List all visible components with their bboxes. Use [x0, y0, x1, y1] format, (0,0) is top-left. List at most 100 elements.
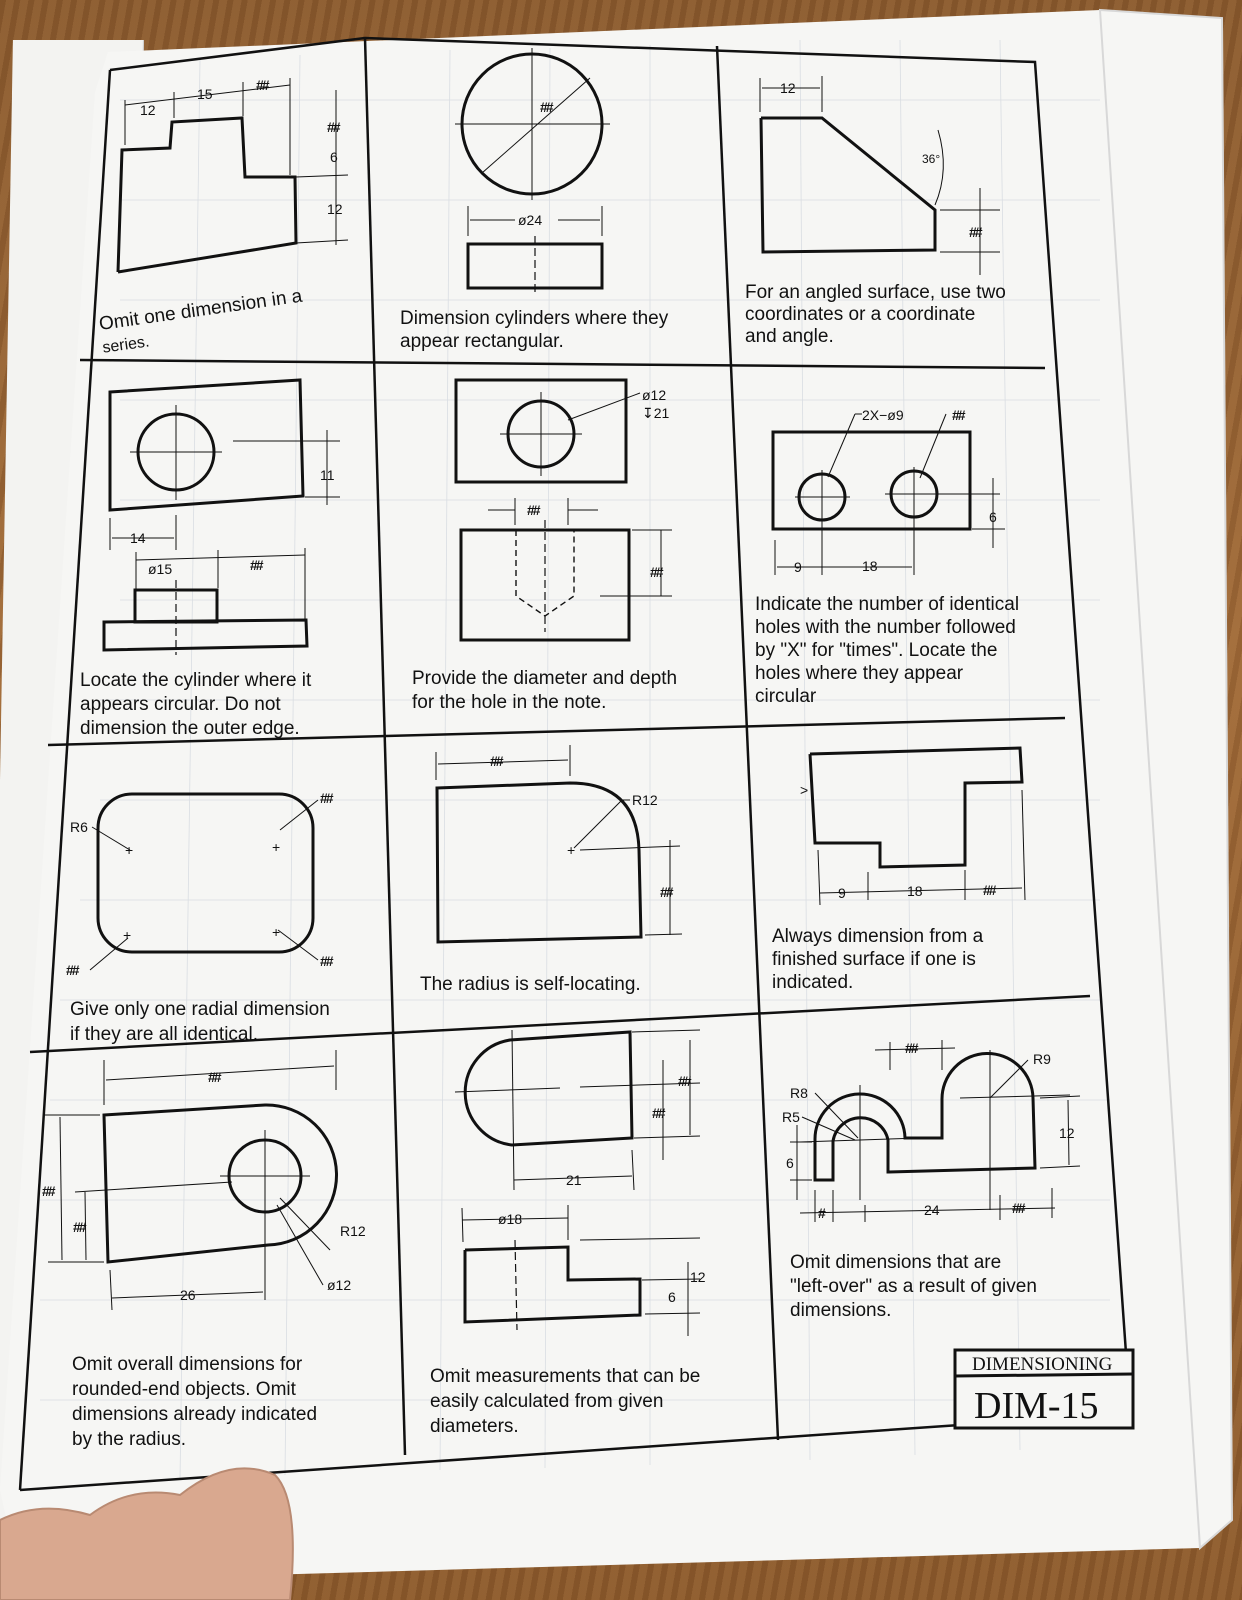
- hole-count-note: 2X−ø9: [862, 407, 904, 423]
- title-block-sheet-number: DIM-15: [974, 1385, 1099, 1427]
- panel-caption-line: dimensions.: [790, 1300, 891, 1321]
- center-mark: +: [125, 842, 133, 858]
- panel-caption-line: and angle.: [745, 326, 834, 347]
- panel-caption-line: Dimension cylinders where they: [400, 308, 669, 329]
- panel-finished-surface: > 9 18 ## Always dimension from a finish…: [772, 746, 1026, 993]
- plate-top-view: [454, 378, 628, 484]
- radius-label: R6: [70, 819, 88, 835]
- center-mark: +: [567, 842, 575, 858]
- panel-caption-line: dimension the outer edge.: [80, 718, 300, 739]
- panel-caption-line: easily calculated from given: [430, 1391, 663, 1412]
- notched-block: [808, 746, 1024, 869]
- dim-6: 6: [989, 509, 997, 525]
- panel-rounded-end: ## ## ## R12 26 ø12 Omit overall dimensi…: [42, 1050, 366, 1450]
- plate-front-view: [459, 528, 631, 642]
- panel-caption-line: Provide the diameter and depth: [412, 668, 677, 689]
- panel-caption-line: coordinates or a coordinate: [745, 304, 975, 325]
- panel-caption-line: Give only one radial dimension: [70, 999, 330, 1020]
- title-block-category: DIMENSIONING: [972, 1354, 1113, 1375]
- rounded-plate: [96, 792, 315, 954]
- panel-caption-line: series.: [101, 333, 150, 356]
- panel-cylinder-rectangular: ## ø24 Dimension cylinders where they ap…: [400, 48, 669, 352]
- panel-caption-line: Locate the cylinder where it: [80, 670, 312, 691]
- radius-label: R5: [782, 1109, 800, 1125]
- dim-angle-36: 36°: [922, 152, 940, 166]
- dim-dia-18: ø18: [498, 1211, 522, 1227]
- panel-caption-line: holes with the number followed: [755, 617, 1016, 638]
- hand-thumb: [0, 1467, 294, 1600]
- hole-note-depth: ↧21: [642, 405, 670, 421]
- background-grid: [40, 39, 1110, 1481]
- panel-caption-line: appears circular. Do not: [80, 694, 281, 715]
- dim-11: 11: [320, 467, 335, 483]
- dim-12: 12: [1059, 1125, 1075, 1141]
- panel-caption-line: Always dimension from a: [772, 926, 984, 947]
- panel-caption-line: "left-over" as a result of given: [790, 1276, 1037, 1297]
- dim-12-vertical: 12: [327, 201, 343, 217]
- panel-caption-line: diameters.: [430, 1416, 519, 1437]
- page-stack-edge: [1098, 8, 1234, 1551]
- panel-identical-holes: 2X−ø9 ## 6 9 18 Indicate the number of i…: [755, 407, 1019, 707]
- panel-calculated-measurements: ## ## 21 ø18 12 6 Omit measurements that…: [430, 1029, 706, 1437]
- radius-label: R9: [1033, 1051, 1051, 1067]
- panel-caption-line: dimensions already indicated: [72, 1404, 317, 1425]
- panel-leftover-dimensions: R9 R8 R5 ## 6 12 # 24 ## Omit dimensions…: [782, 1040, 1081, 1321]
- stepped-front-view: [463, 1245, 642, 1324]
- dim-14: 14: [130, 530, 146, 546]
- rounded-corner-block: [435, 781, 643, 944]
- panel-caption-line: holes where they appear: [755, 663, 964, 684]
- rounded-end-block: [102, 1103, 338, 1264]
- panel-caption-line: Indicate the number of identical: [755, 594, 1019, 615]
- radius-label: R12: [340, 1223, 366, 1239]
- dim-12: 12: [780, 80, 796, 96]
- panel-radial-dimension: R6 + + + + ## ## ## Give only one radial…: [66, 790, 336, 1045]
- dim-15: 15: [197, 86, 213, 102]
- panel-caption-line: for the hole in the note.: [412, 692, 606, 713]
- stepped-block: [116, 116, 298, 274]
- dim-12: 12: [140, 102, 156, 118]
- dim-dia-24: ø24: [518, 212, 542, 228]
- dim-26: 26: [180, 1287, 196, 1303]
- panel-caption-line: by the radius.: [72, 1429, 186, 1450]
- panel-caption-line: if they are all identical.: [70, 1024, 258, 1045]
- dim-9: 9: [838, 885, 846, 901]
- finish-mark: >: [800, 782, 808, 798]
- title-block: DIMENSIONING DIM-15: [953, 1348, 1135, 1430]
- panel-angled-surface: 12 36° ## For an angled surface, use two…: [745, 76, 1006, 347]
- center-mark: +: [272, 839, 280, 855]
- dim-9: 9: [794, 559, 802, 575]
- panel-caption-line: circular: [755, 686, 817, 707]
- panel-caption-line: indicated.: [772, 972, 853, 993]
- title-block-frame: [953, 1348, 1135, 1430]
- panel-caption-line: finished surface if one is: [772, 949, 976, 970]
- dim-6: 6: [330, 149, 338, 165]
- center-mark: +: [272, 924, 280, 940]
- dim-dia-12: ø12: [327, 1277, 351, 1293]
- panel-caption-line: For an angled surface, use two: [745, 282, 1006, 303]
- panel-caption-line: Omit dimensions that are: [790, 1252, 1001, 1273]
- dim-21: 21: [566, 1172, 582, 1188]
- profile-shape: [813, 1052, 1037, 1182]
- dim-24: 24: [924, 1202, 940, 1218]
- rounded-end-top-view: [463, 1030, 634, 1147]
- plate-top-view: [108, 378, 305, 512]
- panel-caption-line: Omit overall dimensions for: [72, 1354, 303, 1375]
- panel-caption-line: Omit measurements that can be: [430, 1366, 700, 1387]
- plate-front-view: [102, 618, 309, 652]
- panel-caption-line: by "X" for "times". Locate the: [755, 640, 997, 661]
- dim-6: 6: [786, 1155, 794, 1171]
- dim-dia-15: ø15: [148, 561, 172, 577]
- panel-locate-cylinder: 11 14 ø15 ## Locate the cylinder where i…: [80, 378, 340, 739]
- panel-caption-line: rounded-end objects. Omit: [72, 1379, 297, 1400]
- omitted-dim-mark: #: [818, 1205, 826, 1221]
- center-mark: +: [123, 927, 131, 943]
- dim-18: 18: [907, 883, 923, 899]
- dim-12: 12: [690, 1269, 706, 1285]
- hole-note-diameter: ø12: [642, 387, 666, 403]
- dim-6: 6: [668, 1289, 676, 1305]
- plate-with-holes: [771, 430, 972, 531]
- radius-label: R8: [790, 1085, 808, 1101]
- chamfered-block: [759, 116, 937, 254]
- panel-caption-line: The radius is self-locating.: [420, 974, 641, 995]
